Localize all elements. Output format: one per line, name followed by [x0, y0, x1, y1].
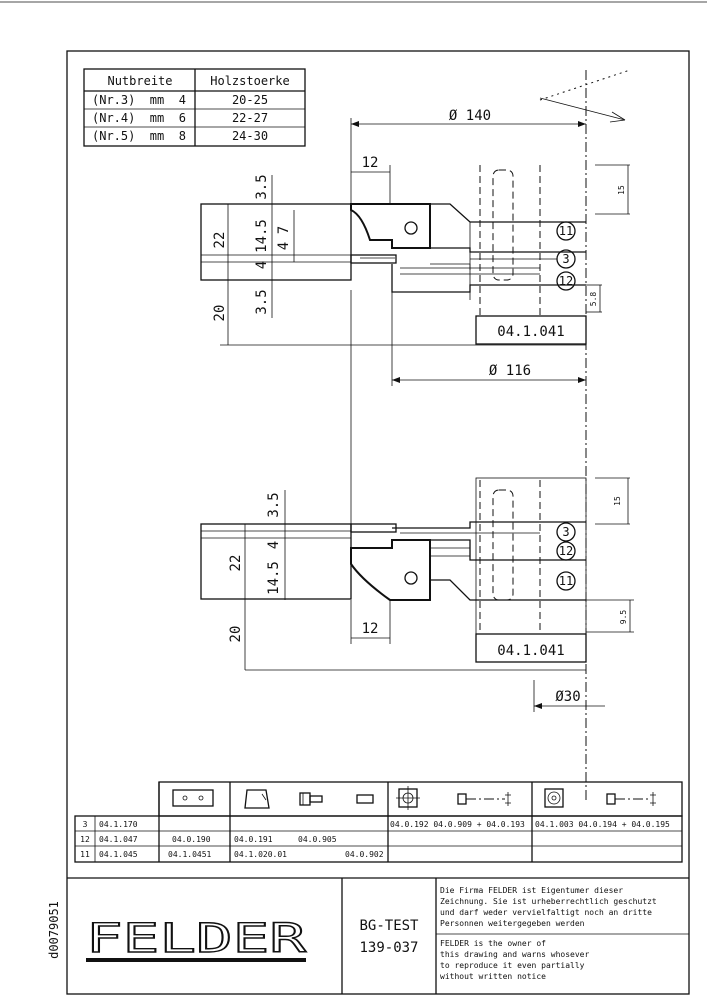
parts-code: 04.1.047 — [99, 835, 138, 844]
dim-4: 4 — [266, 541, 282, 549]
dim-20: 20 — [212, 305, 228, 322]
notice-en-line: without written notice — [440, 972, 546, 981]
nut-icon — [396, 786, 420, 810]
dim-d30: Ø30 — [555, 689, 580, 705]
callout-3: 3 — [562, 252, 569, 266]
spec-cell: 22-27 — [232, 111, 268, 125]
parts-cell: 04.0.190 — [172, 835, 211, 844]
parts-cell: 04.1.003 04.0.194 + 04.0.195 — [535, 820, 670, 829]
part-code-bottom: 04.1.041 — [497, 643, 564, 659]
dim-d140: Ø 140 — [449, 108, 491, 124]
parts-cell: 04.1.020.01 — [234, 850, 287, 859]
parts-code: 04.1.045 — [99, 850, 138, 859]
dim-22: 22 — [228, 555, 244, 572]
dim-15: 15 — [613, 496, 622, 506]
notice-de-line: und darf weder vervielfaltigt noch an dr… — [440, 908, 652, 917]
parts-nr: 3 — [83, 820, 88, 829]
dim-4: 4 — [276, 242, 292, 250]
rotation-arrow — [539, 97, 626, 121]
dim-d116-group: Ø 116 — [391, 292, 586, 386]
notice-de-line: Personnen weitergegeben werden — [440, 919, 585, 928]
dim-14-5: 14.5 — [254, 219, 270, 253]
dim-14-5: 14.5 — [266, 561, 282, 595]
side-code: d0079051 — [47, 901, 61, 959]
notice-en-line: FELDER is the owner of — [440, 939, 546, 948]
dim-22: 22 — [212, 232, 228, 249]
parts-cell: 04.1.0451 — [168, 850, 212, 859]
nut-icon — [544, 788, 564, 808]
parts-nr: 12 — [80, 835, 90, 844]
drawing-frame — [66, 50, 690, 995]
top-assembly: Ø 140 12 04.1.041 11 3 12 — [200, 108, 630, 346]
dim-9-5: 9.5 — [619, 610, 628, 625]
spec-header-nutbreite: Nutbreite — [107, 74, 172, 88]
clamp-plate-icon — [172, 789, 214, 807]
title-block: FELDER BG-TEST 139-037 Die Firma FELDER … — [67, 877, 689, 994]
spec-table: Nutbreite Holzstoerke (Nr.3) mm 4 20-25 … — [83, 68, 306, 147]
parts-code: 04.1.170 — [99, 820, 138, 829]
dim-7: 7 — [276, 226, 292, 234]
dim-3-5: 3.5 — [266, 492, 282, 517]
dim-12: 12 — [362, 155, 379, 171]
notice-de-line: Die Firma FELDER ist Eigentumer dieser — [440, 886, 623, 895]
spec-cell: (Nr.5) mm 8 — [92, 129, 186, 143]
notice-en-line: to reproduce it even partially — [440, 961, 585, 970]
callout-3: 3 — [562, 525, 569, 539]
knife-icon — [244, 789, 270, 809]
screw-icon — [299, 792, 323, 806]
drawing-title: BG-TEST — [359, 918, 419, 934]
notice-de-line: Zeichnung. Sie ist urheberrechtlich gesc… — [440, 897, 657, 906]
part-code-top: 04.1.041 — [497, 324, 564, 340]
logo-underline — [86, 958, 306, 962]
parts-table: 3 04.1.170 04.0.192 04.0.909 + 04.0.193 … — [74, 781, 683, 863]
dim-d116: Ø 116 — [489, 363, 531, 379]
felder-logo: FELDER — [86, 916, 307, 962]
callout-12: 12 — [559, 544, 573, 558]
parts-cell: 04.0.191 — [234, 835, 273, 844]
pin-icon — [356, 794, 374, 804]
dim-20: 20 — [228, 626, 244, 643]
parts-cell: 04.0.905 — [298, 835, 337, 844]
drawing-number: 139-037 — [359, 940, 418, 956]
parts-cell: 04.0.192 04.0.909 + 04.0.193 — [390, 820, 525, 829]
spec-header-holzstoerke: Holzstoerke — [210, 74, 289, 88]
callout-12: 12 — [559, 274, 573, 288]
callout-11: 11 — [559, 224, 573, 238]
callout-11: 11 — [559, 574, 573, 588]
dim-12: 12 — [362, 621, 379, 637]
construction-line — [539, 69, 631, 101]
bottom-assembly: 04.1.041 3 12 11 15 9.5 12 22 20 3.5 4 1… — [200, 477, 634, 671]
spec-cell: 24-30 — [232, 129, 268, 143]
parts-nr: 11 — [80, 850, 90, 859]
dim-3-5: 3.5 — [254, 174, 270, 199]
spec-cell: 20-25 — [232, 93, 268, 107]
parts-cell: 04.0.902 — [345, 850, 384, 859]
dim-15: 15 — [617, 185, 626, 195]
dim-5-8: 5.8 — [589, 292, 598, 307]
spec-cell: (Nr.3) mm 4 — [92, 93, 186, 107]
spec-cell: (Nr.4) mm 6 — [92, 111, 186, 125]
dim-3-5: 3.5 — [254, 289, 270, 314]
notice-en-line: this drawing and warns whosever — [440, 950, 589, 959]
bolt-icon — [606, 792, 656, 806]
dim-d30-group: Ø30 — [533, 680, 605, 712]
dim-4: 4 — [254, 261, 270, 269]
bolt-icon — [457, 792, 511, 806]
